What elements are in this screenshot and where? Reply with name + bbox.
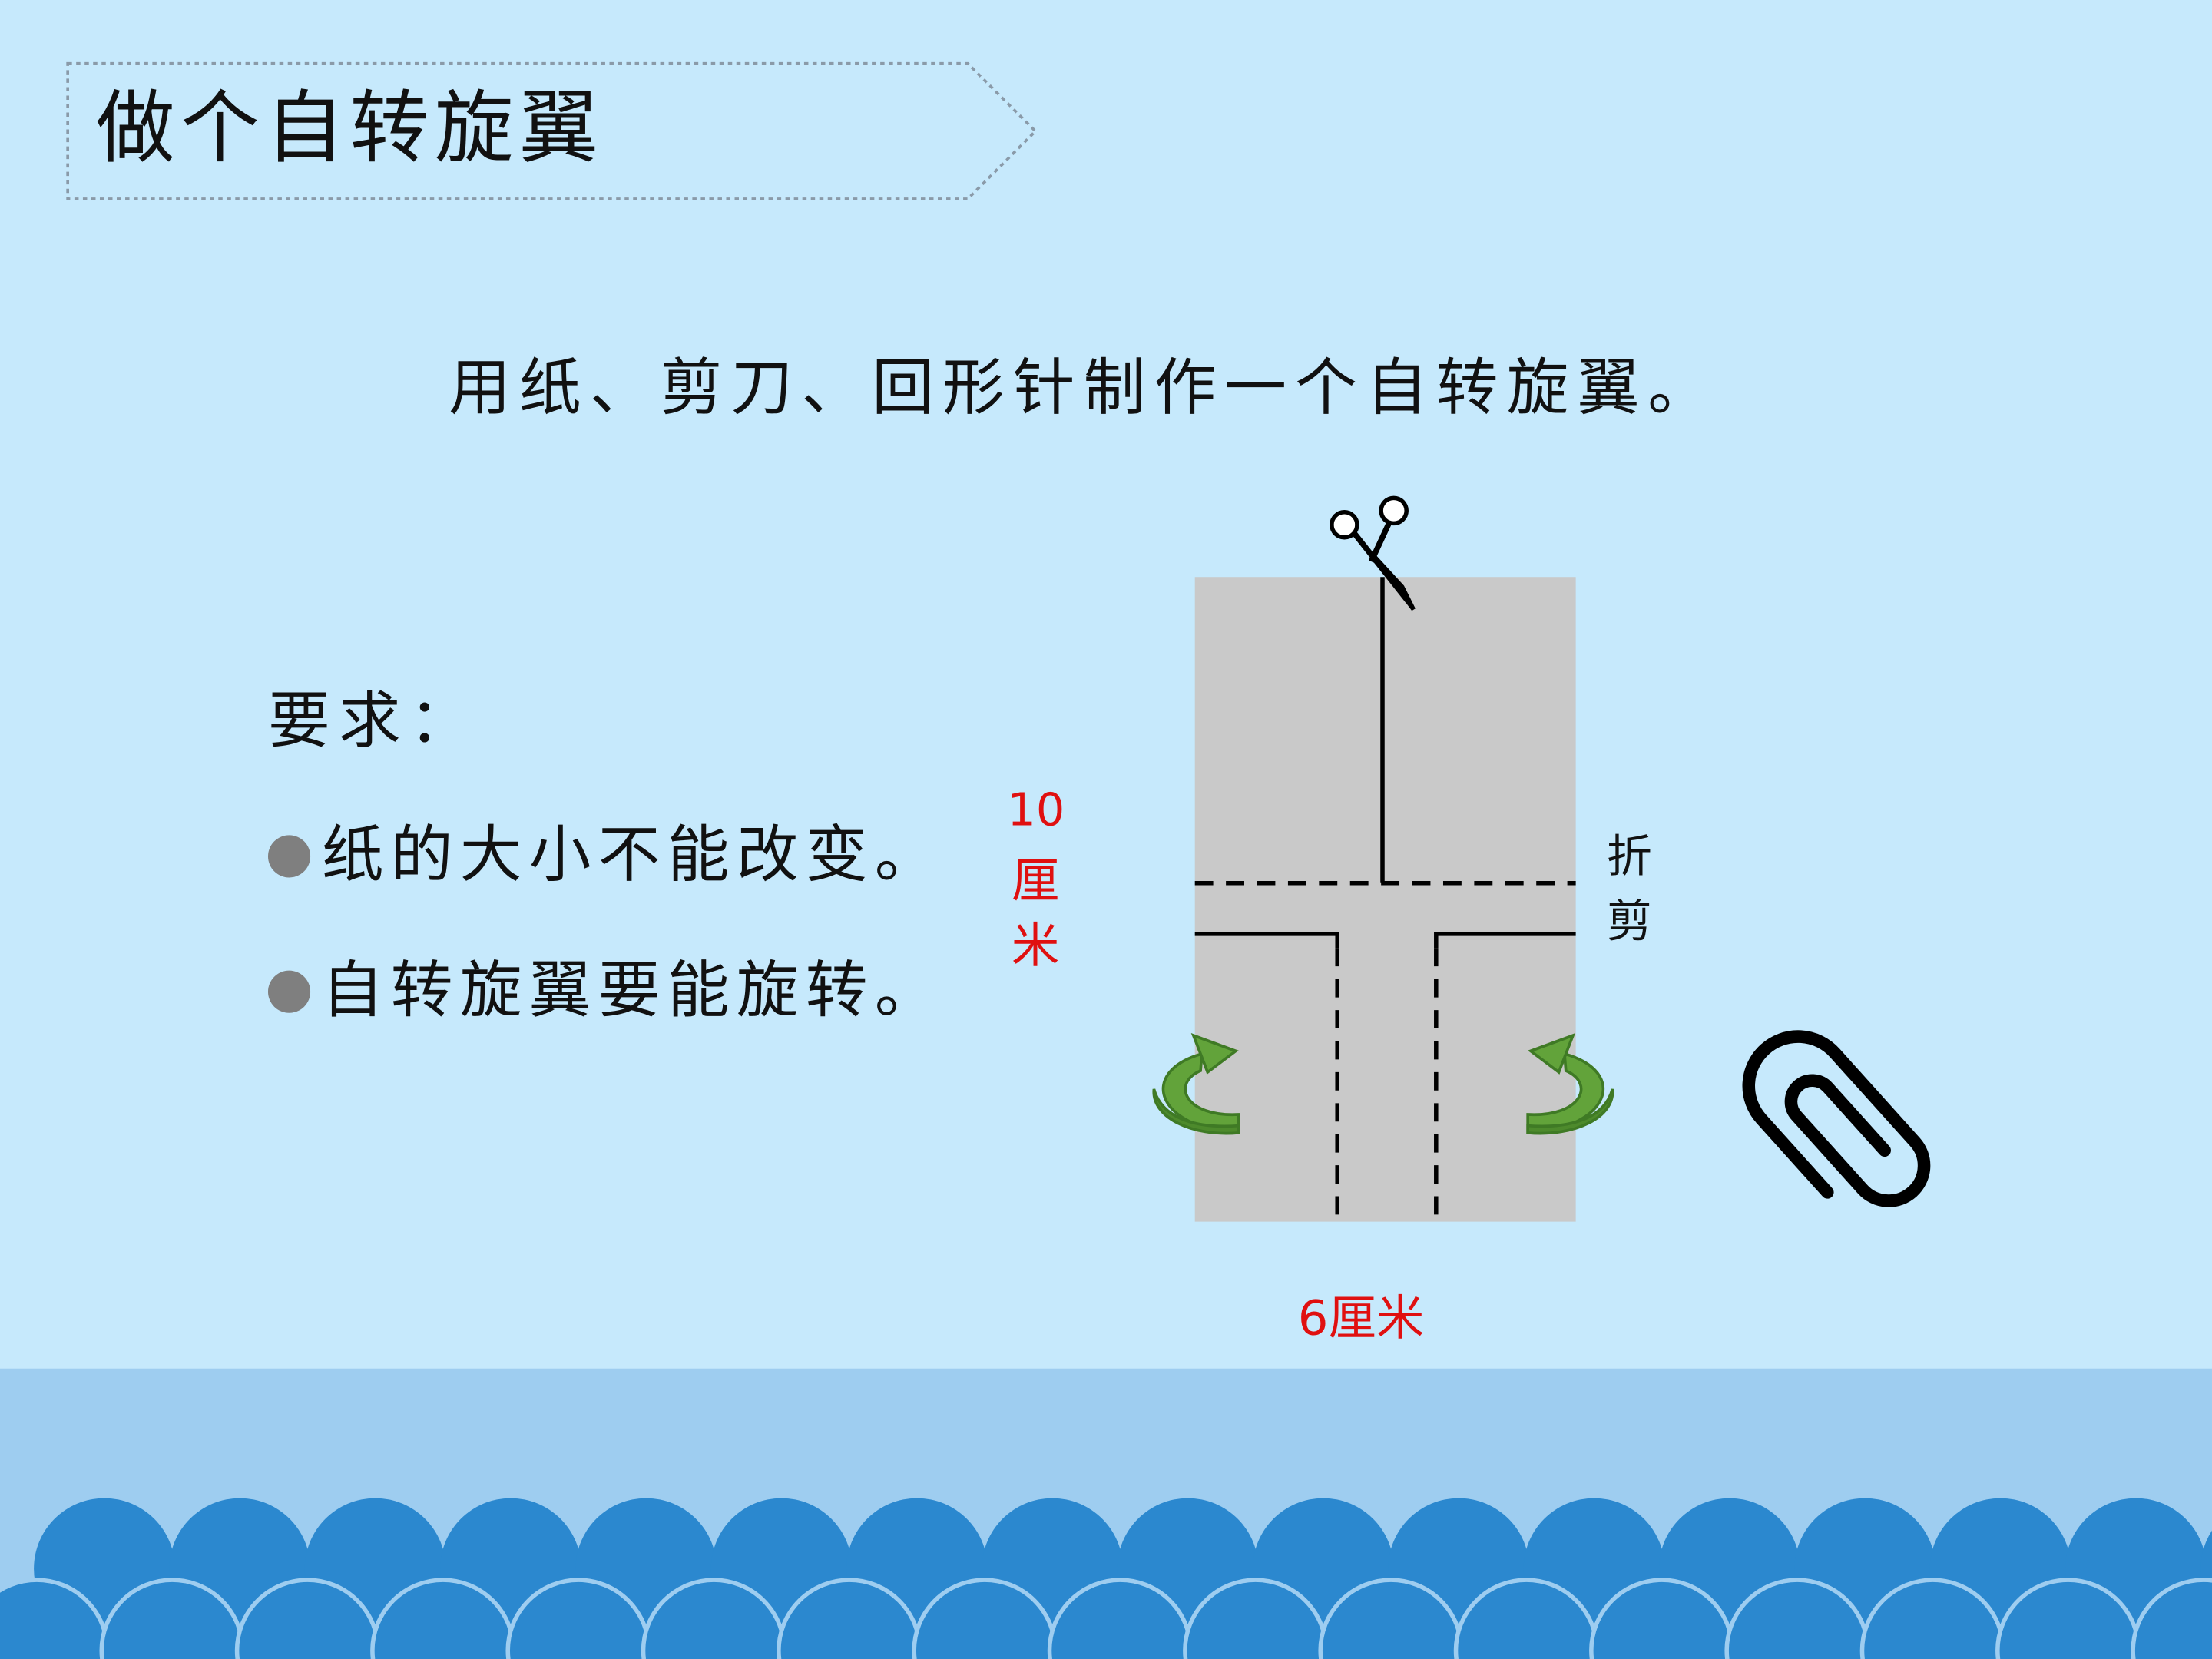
width-label: 6厘米 <box>1297 1290 1425 1348</box>
height-unit: 厘米 <box>1011 853 1060 975</box>
requirements-heading: 要求： <box>267 685 480 758</box>
requirement-text: 纸的大小不能改变。 <box>321 820 944 892</box>
scissors-icon <box>1330 495 1416 611</box>
requirement-item: 纸的大小不能改变。 <box>267 820 944 892</box>
wave-scallop <box>2131 1578 2212 1659</box>
paperclip-icon <box>1742 1030 1931 1207</box>
bullet-dot-icon <box>267 835 311 878</box>
rotate-arrow-icon <box>1152 1033 1240 1135</box>
fold-cut-label: 折剪 <box>1607 829 1652 949</box>
right-side-cut <box>1434 932 1576 949</box>
requirement-text: 自转旋翼要能旋转。 <box>321 955 944 1028</box>
title-banner <box>66 61 1038 200</box>
wave-decoration <box>0 1368 2212 1659</box>
bullet-dot-icon <box>267 970 311 1013</box>
instruction-text: 用纸、剪刀、回形针制作一个自转旋翼。 <box>449 353 1719 425</box>
rotate-arrow-icon <box>1526 1033 1614 1135</box>
paper-sheet <box>1194 577 1576 1222</box>
left-side-cut <box>1194 932 1339 949</box>
height-value: 10 <box>1007 783 1065 837</box>
requirement-item: 自转旋翼要能旋转。 <box>267 955 944 1028</box>
page-title: 做个自转旋翼 <box>95 83 604 175</box>
